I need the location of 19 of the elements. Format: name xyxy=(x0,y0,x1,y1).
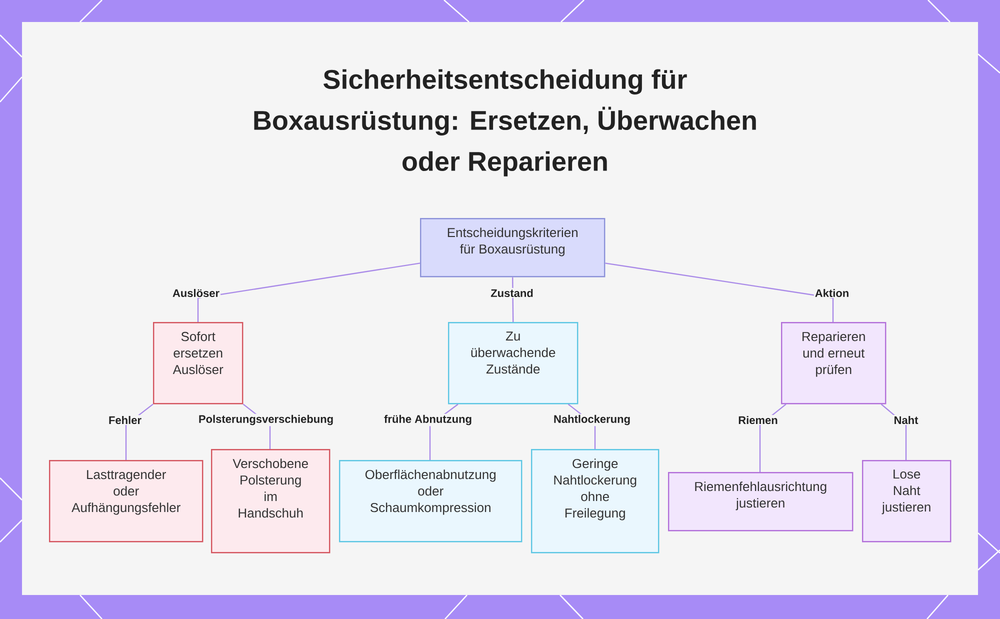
edge-label: Fehler xyxy=(108,414,142,426)
process-box: Oberflächenabnutzung oder Schaumkompression xyxy=(339,460,522,542)
process-box: Entscheidungskriterien für Boxausrüstung xyxy=(420,218,606,278)
connector-line xyxy=(605,262,834,322)
edge-label: frühe Abnutzung xyxy=(383,414,473,426)
process-box: Verschobene Polsterung im Handschuh xyxy=(211,449,330,554)
process-box: Zu überwachende Zustände xyxy=(448,322,578,404)
process-box: Lose Naht justieren xyxy=(862,460,952,542)
process-box: Reparieren und erneut prüfen xyxy=(781,322,886,404)
process-box: Lasttragender oder Aufhängungsfehler xyxy=(49,460,204,542)
edge-label: Nahtlockerung xyxy=(552,414,632,426)
title: Sicherheitsentscheidung für Boxausrüstung: Ersetzen, Überwachen oder Reparieren xyxy=(254,69,756,176)
edge-label: Polsterungsverschiebung xyxy=(197,414,335,426)
connector-line xyxy=(197,262,420,322)
process-box: Geringe Nahtlockerung ohne Freilegung xyxy=(531,449,660,554)
process-box: Sofort ersetzen Auslöser xyxy=(153,322,244,404)
edge-label: Riemen xyxy=(737,414,779,426)
process-box: Riemenfehlausrichtung justieren xyxy=(668,472,854,532)
edge-label: Zustand xyxy=(490,288,534,298)
